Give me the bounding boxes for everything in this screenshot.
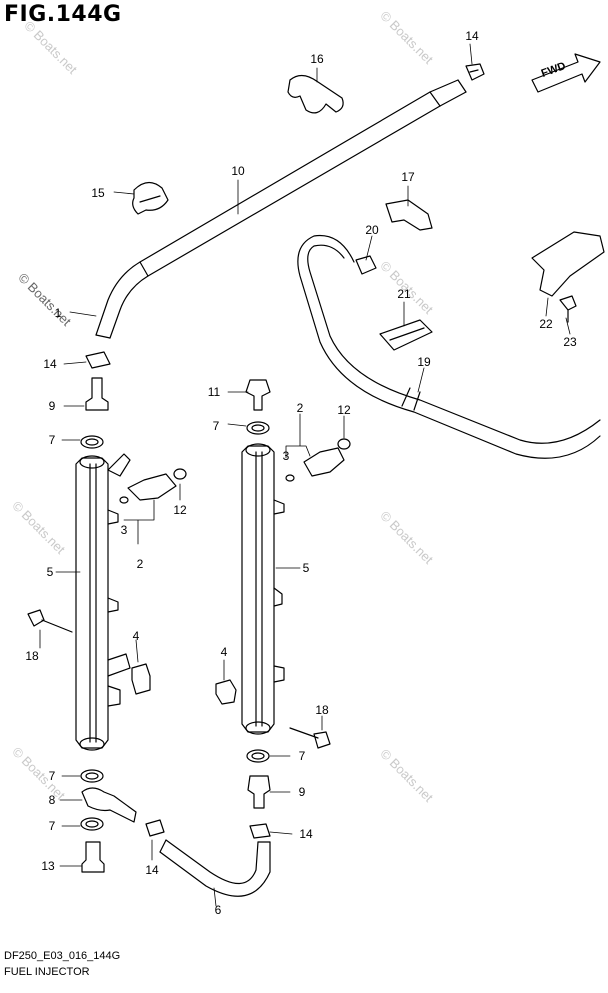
callout-14: 14 — [299, 827, 313, 841]
injector-right — [303, 447, 345, 477]
oring-7-c — [80, 769, 104, 783]
oring-7-b — [246, 421, 270, 435]
callout-7: 7 — [48, 819, 56, 833]
callout-2: 2 — [296, 401, 304, 415]
fwd-arrow — [531, 53, 601, 93]
callout-17: 17 — [401, 170, 415, 184]
clip-14-right — [249, 823, 271, 839]
bolt-18-right — [289, 727, 331, 749]
diagram-name: FUEL INJECTOR — [4, 966, 90, 978]
callout-19: 19 — [417, 355, 431, 369]
diagram-code: DF250_E03_016_144G — [4, 950, 121, 962]
callout-2: 2 — [136, 557, 144, 571]
callout-4: 4 — [132, 629, 140, 643]
callout-18: 18 — [25, 649, 39, 663]
callout-14: 14 — [145, 863, 159, 877]
callout-8: 8 — [48, 793, 56, 807]
fitting-9-bottom — [247, 775, 271, 809]
callout-18: 18 — [315, 703, 329, 717]
clip-21 — [379, 319, 433, 351]
clip-16 — [287, 74, 344, 114]
bolt-18-left — [27, 609, 73, 633]
fitting-9-top — [85, 377, 109, 411]
oring-3-left — [119, 496, 129, 504]
callout-4: 4 — [220, 645, 228, 659]
callout-13: 13 — [41, 859, 55, 873]
oring-7-d — [80, 817, 104, 831]
clip-14-top — [465, 63, 485, 81]
cap-12-right — [337, 438, 351, 450]
callout-20: 20 — [365, 223, 379, 237]
bracket-22 — [531, 231, 605, 297]
clip-17 — [385, 199, 433, 231]
hose-10 — [95, 91, 431, 336]
clip-14-mid — [85, 351, 111, 369]
callout-10: 10 — [231, 164, 245, 178]
callout-7: 7 — [298, 749, 306, 763]
clip-14-left-bottom — [145, 819, 165, 837]
spacer-4-right — [215, 679, 237, 705]
fuel-rail-right — [241, 445, 275, 733]
callout-12: 12 — [337, 403, 351, 417]
callout-22: 22 — [539, 317, 553, 331]
oring-7-a — [80, 435, 104, 449]
bolt-13 — [81, 841, 105, 873]
fuel-rail-left — [75, 457, 109, 749]
cap-12-left — [173, 468, 187, 480]
callout-21: 21 — [397, 287, 411, 301]
pipe-1 — [95, 334, 111, 339]
bolt-23 — [559, 295, 577, 323]
callout-9: 9 — [48, 399, 56, 413]
callout-15: 15 — [91, 186, 105, 200]
hose-10-inner — [109, 105, 441, 339]
callout-12: 12 — [173, 503, 187, 517]
oring-7-e — [246, 749, 270, 763]
figure-title: FIG.144G — [4, 2, 122, 27]
callout-5: 5 — [302, 561, 310, 575]
fitting-11 — [245, 379, 271, 411]
callout-7: 7 — [48, 433, 56, 447]
callout-16: 16 — [310, 52, 324, 66]
callout-23: 23 — [563, 335, 577, 349]
clip-15 — [132, 181, 169, 215]
callout-14: 14 — [465, 29, 479, 43]
callout-6: 6 — [214, 903, 222, 917]
callout-11: 11 — [207, 385, 221, 399]
callout-5: 5 — [46, 565, 54, 579]
union-8 — [81, 787, 137, 823]
callout-9: 9 — [298, 785, 306, 799]
callout-14: 14 — [43, 357, 57, 371]
oring-3-right — [285, 474, 295, 482]
callout-3: 3 — [282, 449, 290, 463]
callout-3: 3 — [120, 523, 128, 537]
hose-6 — [165, 839, 259, 885]
callout-1: 1 — [54, 306, 62, 320]
callout-7: 7 — [48, 769, 56, 783]
spacer-4-left — [131, 663, 151, 695]
callout-7: 7 — [212, 419, 220, 433]
hose-19 — [307, 244, 601, 444]
clip-20 — [355, 255, 377, 275]
injector-left — [127, 473, 177, 501]
